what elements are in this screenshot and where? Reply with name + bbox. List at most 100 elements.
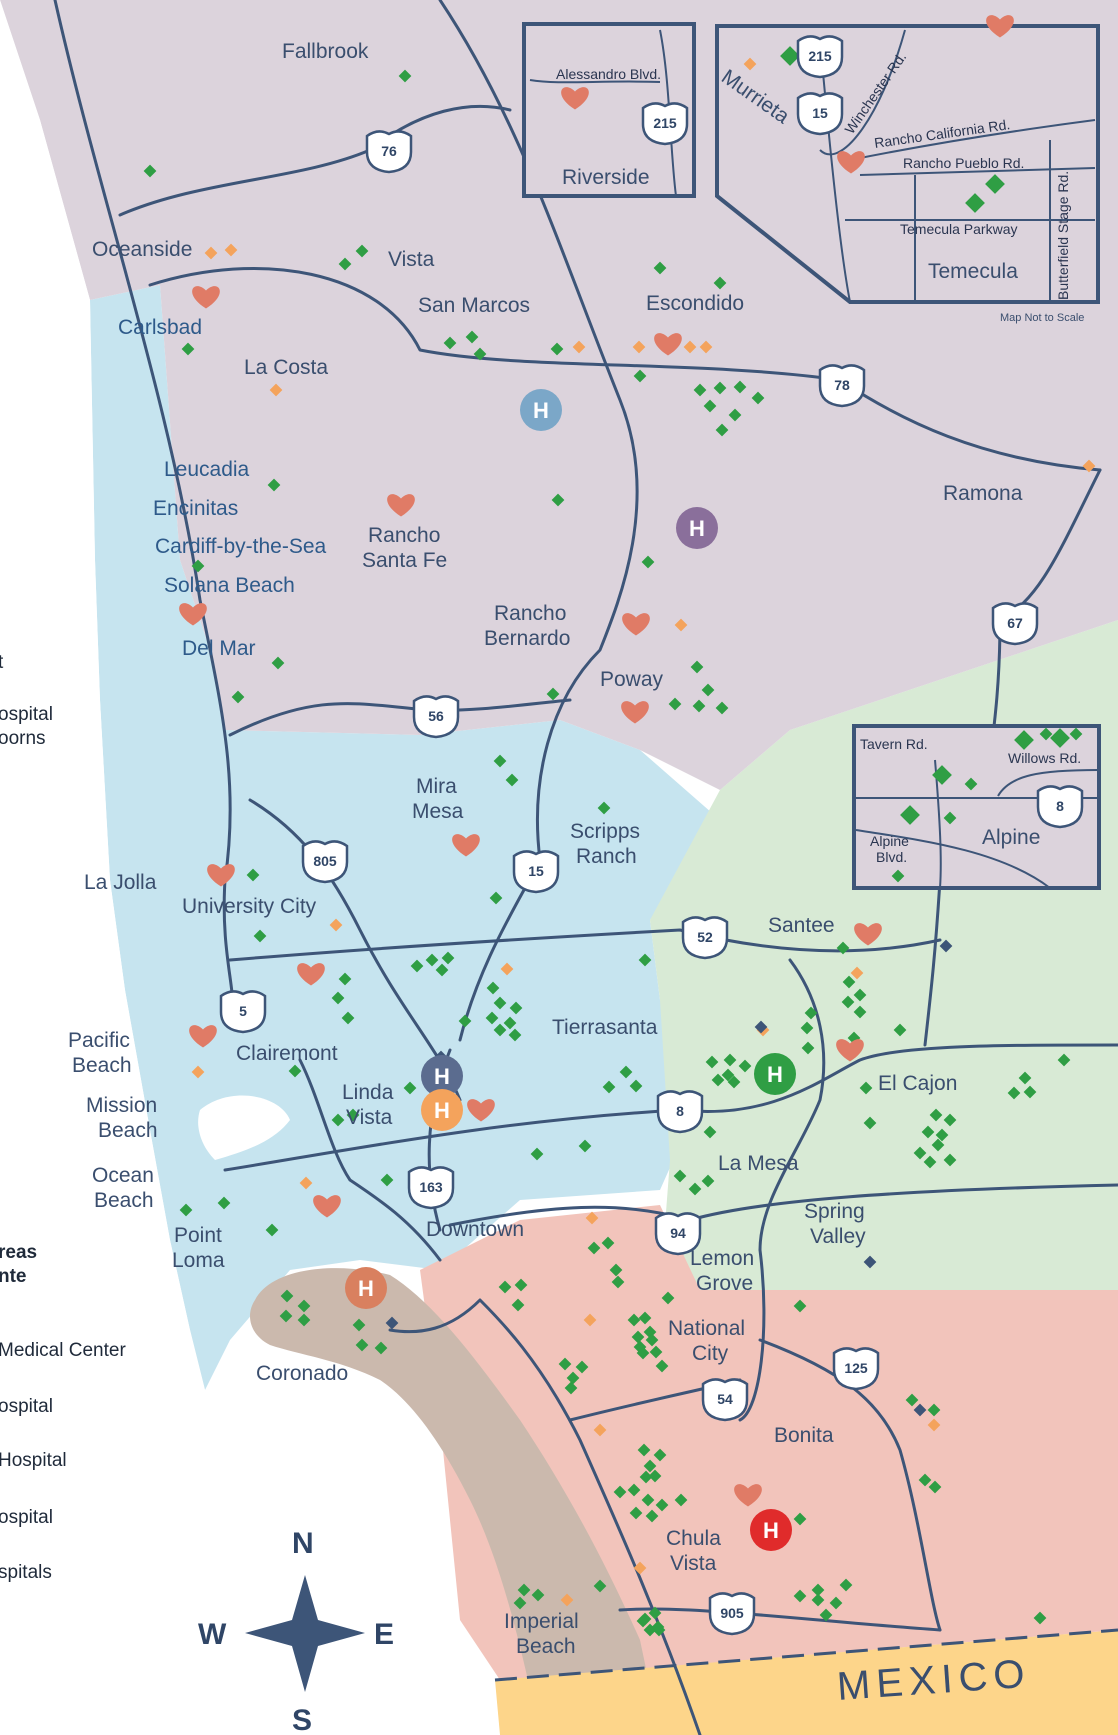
label-ramona: Ramona xyxy=(943,482,1023,505)
heart-marker xyxy=(313,1195,341,1218)
border-line xyxy=(494,1628,1118,1682)
inset-road-tavern: Tavern Rd. xyxy=(860,736,928,752)
highway-shield-215: 215 xyxy=(796,35,844,79)
heart-marker xyxy=(189,1025,217,1048)
heart-marker xyxy=(854,923,882,946)
highway-shield-5: 5 xyxy=(219,990,267,1034)
label-scripps-ranch-1: Scripps xyxy=(570,820,640,843)
label-la-mesa: La Mesa xyxy=(718,1152,799,1175)
heart-marker xyxy=(986,15,1014,38)
label-mira-mesa-1: Mira xyxy=(416,775,457,798)
hospital-marker: H xyxy=(754,1053,796,1095)
label-la-costa: La Costa xyxy=(244,356,328,379)
label-scripps-ranch-2: Ranch xyxy=(576,845,637,868)
label-point-loma-2: Loma xyxy=(172,1249,225,1272)
heart-marker xyxy=(207,864,235,887)
hospital-letter: H xyxy=(689,516,705,541)
road-125 xyxy=(738,958,826,1422)
road-south xyxy=(758,1338,942,1632)
hospital-marker: H xyxy=(520,389,562,431)
road-76 xyxy=(118,104,512,217)
highway-shield-76: 76 xyxy=(365,130,413,174)
label-san-marcos: San Marcos xyxy=(418,294,530,317)
label-lemon-grove-1: Lemon xyxy=(690,1247,754,1270)
ocean-left xyxy=(0,0,470,1735)
highway-shield-8: 8 xyxy=(656,1090,704,1134)
inset-temecula-title: Temecula xyxy=(928,260,1018,283)
legend-cropped: t ospital oorns reas nte Medical Center … xyxy=(0,652,126,1583)
region-coronado xyxy=(250,1268,660,1735)
hospital-letter: H xyxy=(434,1098,450,1123)
label-pacific-beach-2: Beach xyxy=(72,1054,132,1077)
road-east xyxy=(923,878,942,1047)
legend-fragment-6: ospital xyxy=(0,1396,53,1417)
road-coastal xyxy=(298,1058,442,1262)
highway-shield-125: 125 xyxy=(832,1347,880,1391)
heart-marker xyxy=(179,603,207,626)
heart-marker xyxy=(621,701,649,724)
heart-marker xyxy=(467,1099,495,1122)
hospital-letter: H xyxy=(434,1064,450,1089)
highway-shield-905: 905 xyxy=(708,1592,756,1636)
label-carlsbad: Carlsbad xyxy=(118,316,202,339)
highway-shield-number: 8 xyxy=(676,1103,684,1119)
clinic-marker-green xyxy=(1023,1085,1037,1099)
clinic-marker-orange xyxy=(269,383,283,397)
road-8 xyxy=(223,1043,1118,1172)
inset-riverside-title: Riverside xyxy=(562,166,650,189)
heart-marker xyxy=(297,963,325,986)
heart-marker xyxy=(387,494,415,517)
label-bonita: Bonita xyxy=(774,1424,834,1447)
hospital-letter: H xyxy=(763,1518,779,1543)
highway-shield-54: 54 xyxy=(701,1378,749,1422)
highway-shield-number: 52 xyxy=(697,929,713,945)
heart-marker xyxy=(561,87,589,110)
label-la-jolla: La Jolla xyxy=(84,871,157,894)
highway-shield-number: 163 xyxy=(419,1179,443,1195)
label-clairemont: Clairemont xyxy=(236,1042,338,1065)
label-national-city-2: City xyxy=(692,1342,729,1365)
label-tierrasanta: Tierrasanta xyxy=(552,1016,658,1039)
legend-fragment-3: reas xyxy=(0,1242,37,1263)
region-mission-bay xyxy=(198,1095,290,1160)
highway-shield-number: 215 xyxy=(653,115,677,131)
highway-shield-number: 905 xyxy=(720,1605,744,1621)
label-national-city-1: National xyxy=(668,1317,745,1340)
highway-shield-number: 125 xyxy=(844,1360,868,1376)
clinic-marker-green xyxy=(443,336,457,350)
compass-w: W xyxy=(198,1618,227,1651)
highway-shield-215: 215 xyxy=(641,102,689,146)
label-el-cajon: El Cajon xyxy=(878,1072,957,1095)
highway-shield-94: 94 xyxy=(654,1212,702,1256)
label-downtown: Downtown xyxy=(426,1218,524,1241)
region-mexico xyxy=(495,1630,1118,1735)
label-leucadia: Leucadia xyxy=(164,458,250,481)
clinic-marker-green-large xyxy=(900,805,920,825)
highway-shield-number: 8 xyxy=(1056,798,1064,814)
label-encinitas: Encinitas xyxy=(153,497,238,520)
clinic-marker-green xyxy=(465,330,479,344)
legend-fragment-2: oorns xyxy=(0,728,46,749)
compass-star xyxy=(245,1575,365,1692)
hospital-marker: H xyxy=(421,1089,463,1131)
clinic-marker-green xyxy=(338,257,352,271)
inset-road-alpine-blvd-1: Alpine xyxy=(870,833,909,849)
label-imperial-beach-1: Imperial xyxy=(504,1610,579,1633)
compass-s: S xyxy=(292,1704,312,1735)
heart-markers xyxy=(179,15,1014,1507)
scale-note: Map Not to Scale xyxy=(1000,312,1084,324)
heart-marker xyxy=(836,1039,864,1062)
highway-shield-number: 15 xyxy=(528,863,544,879)
highway-shield-number: 78 xyxy=(834,377,850,393)
label-chula-vista-1: Chula xyxy=(666,1527,721,1550)
label-pacific-beach-1: Pacific xyxy=(68,1029,130,1052)
legend-fragment-8: ospital xyxy=(0,1507,53,1528)
inset-road-butterfield: Butterfield Stage Rd. xyxy=(1055,171,1071,300)
inset-road-alpine-blvd-2: Blvd. xyxy=(876,849,907,865)
inset-road-rancho-pueblo: Rancho Pueblo Rd. xyxy=(903,155,1024,171)
road-i5 xyxy=(53,0,235,1022)
inset-alpine-title: Alpine xyxy=(982,826,1040,849)
ocean xyxy=(0,0,205,1400)
